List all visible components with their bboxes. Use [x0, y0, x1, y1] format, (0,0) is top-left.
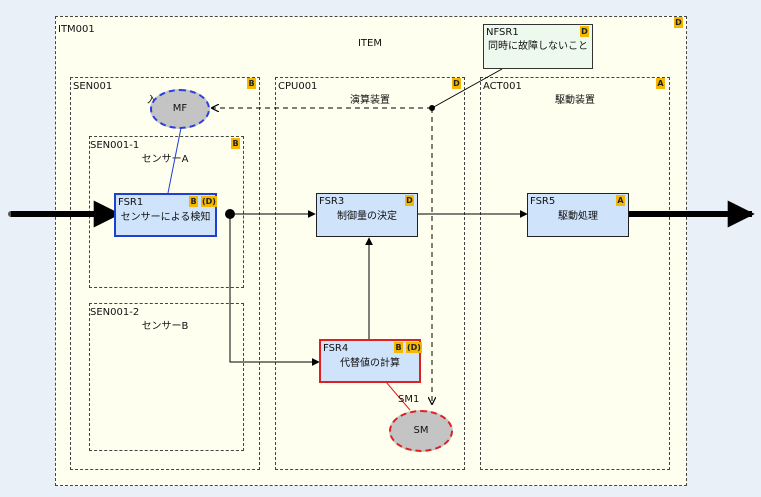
- fsr3-id: FSR3: [319, 196, 345, 207]
- fsr4-asil-decomp-badge: (D): [406, 342, 422, 353]
- fsr1-id: FSR1: [118, 197, 144, 208]
- nfsr1-text: 同時に故障しないこと: [488, 41, 588, 52]
- item-id: ITM001: [58, 24, 95, 35]
- sen001-1-asil-badge: B: [231, 138, 240, 149]
- item-name: ITEM: [357, 38, 382, 49]
- sm-tag: SM1: [398, 394, 420, 405]
- fsr3-asil-badge: D: [405, 195, 414, 206]
- nfsr1-box[interactable]: NFSR1 D 同時に故障しないこと: [483, 24, 593, 69]
- sen001-2-id: SEN001-2: [90, 307, 140, 318]
- fsr3-box[interactable]: FSR3 D 制御量の決定: [316, 193, 418, 237]
- nfsr1-id: NFSR1: [486, 27, 519, 38]
- flow-fsr1-fsr4: [229, 214, 320, 366]
- item-asil-badge: D: [674, 17, 683, 28]
- element-act001[interactable]: [480, 77, 670, 470]
- fsr4-asil-badge: B: [394, 342, 403, 353]
- fsr5-id: FSR5: [530, 196, 556, 207]
- fsr4-box[interactable]: FSR4 B (D) 代替値の計算: [319, 339, 422, 383]
- mechanism-sm[interactable]: SM: [389, 410, 453, 452]
- fsr1-box[interactable]: FSR1 B (D) センサーによる検知: [114, 193, 217, 237]
- sen001-1-name: センサーA: [141, 154, 189, 165]
- fsr4-id: FSR4: [323, 343, 349, 354]
- act001-asil-badge: A: [656, 78, 665, 89]
- fsr5-box[interactable]: FSR5 A 駆動処理: [527, 193, 629, 237]
- nfsr1-asil-badge: D: [580, 26, 589, 37]
- sen001-asil-badge: B: [247, 78, 256, 89]
- mechanism-mf[interactable]: MF: [150, 89, 210, 129]
- fsr1-asil-decomp-badge: (D): [201, 196, 217, 207]
- element-sen001-2[interactable]: [89, 303, 244, 451]
- mf-fsr1-link: [167, 127, 182, 194]
- fsr3-text: 制御量の決定: [337, 211, 397, 222]
- element-sen001[interactable]: [70, 77, 260, 470]
- act001-name: 駆動装置: [555, 95, 595, 106]
- fsr1-text: センサーによる検知: [120, 212, 211, 223]
- cpu001-name: 演算装置: [350, 95, 390, 106]
- fsr5-text: 駆動処理: [558, 211, 598, 222]
- fsr1-asil-badge: B: [189, 196, 198, 207]
- sen001-id: SEN001: [73, 81, 113, 92]
- nfsr-anchor-link: [431, 68, 503, 109]
- cpu001-id: CPU001: [278, 81, 318, 92]
- mf-label: MF: [172, 103, 188, 114]
- sen001-2-name: センサーB: [141, 321, 189, 332]
- sen001-1-id: SEN001-1: [90, 140, 140, 151]
- fsr4-text: 代替値の計算: [340, 358, 400, 369]
- sm-label: SM: [413, 425, 429, 436]
- fsr5-asil-badge: A: [616, 195, 625, 206]
- act001-id: ACT001: [483, 81, 522, 92]
- sm-fsr4-link: [385, 381, 411, 411]
- element-cpu001[interactable]: [275, 77, 465, 470]
- cpu001-asil-badge: D: [452, 78, 461, 89]
